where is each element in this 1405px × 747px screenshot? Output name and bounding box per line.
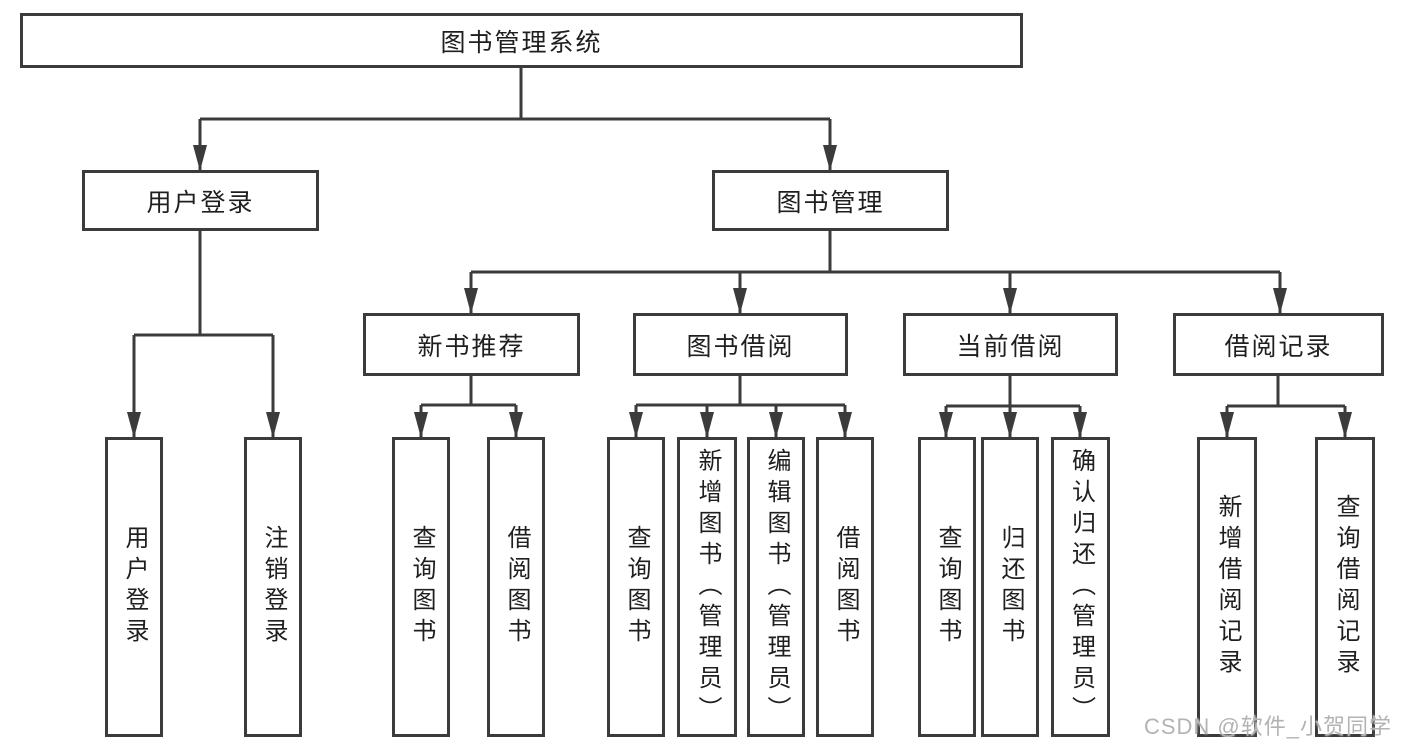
leaf-logout-login: 注销登录 xyxy=(244,437,302,737)
leaf-user-login: 用户登录 xyxy=(105,437,163,737)
node-book-management: 图书管理 xyxy=(712,170,949,231)
leaf-return-books: 归还图书 xyxy=(981,437,1039,737)
leaf-query-books-borrow: 查询图书 xyxy=(607,437,665,737)
node-current-borrowing: 当前借阅 xyxy=(903,313,1118,376)
leaf-add-books-admin: 新增图书（管理员） xyxy=(677,437,737,737)
leaf-query-borrow-record: 查询借阅记录 xyxy=(1315,437,1375,737)
node-new-book-recommendation: 新书推荐 xyxy=(363,313,580,376)
leaf-borrow-books: 借阅图书 xyxy=(816,437,874,737)
node-book-borrowing: 图书借阅 xyxy=(633,313,848,376)
leaf-add-borrow-record: 新增借阅记录 xyxy=(1197,437,1257,737)
csdn-watermark: CSDN @软件_小贺同学 xyxy=(1143,714,1392,739)
leaf-confirm-return-admin: 确认归还（管理员） xyxy=(1051,437,1110,737)
leaf-query-books-current: 查询图书 xyxy=(918,437,976,737)
node-borrowing-records: 借阅记录 xyxy=(1173,313,1384,376)
leaf-edit-books-admin: 编辑图书（管理员） xyxy=(747,437,805,737)
leaf-query-books-recommend: 查询图书 xyxy=(392,437,450,737)
leaf-borrow-books-recommend: 借阅图书 xyxy=(487,437,545,737)
connector-lines xyxy=(127,68,1352,438)
node-root: 图书管理系统 xyxy=(20,13,1023,68)
node-user-login: 用户登录 xyxy=(82,170,319,231)
